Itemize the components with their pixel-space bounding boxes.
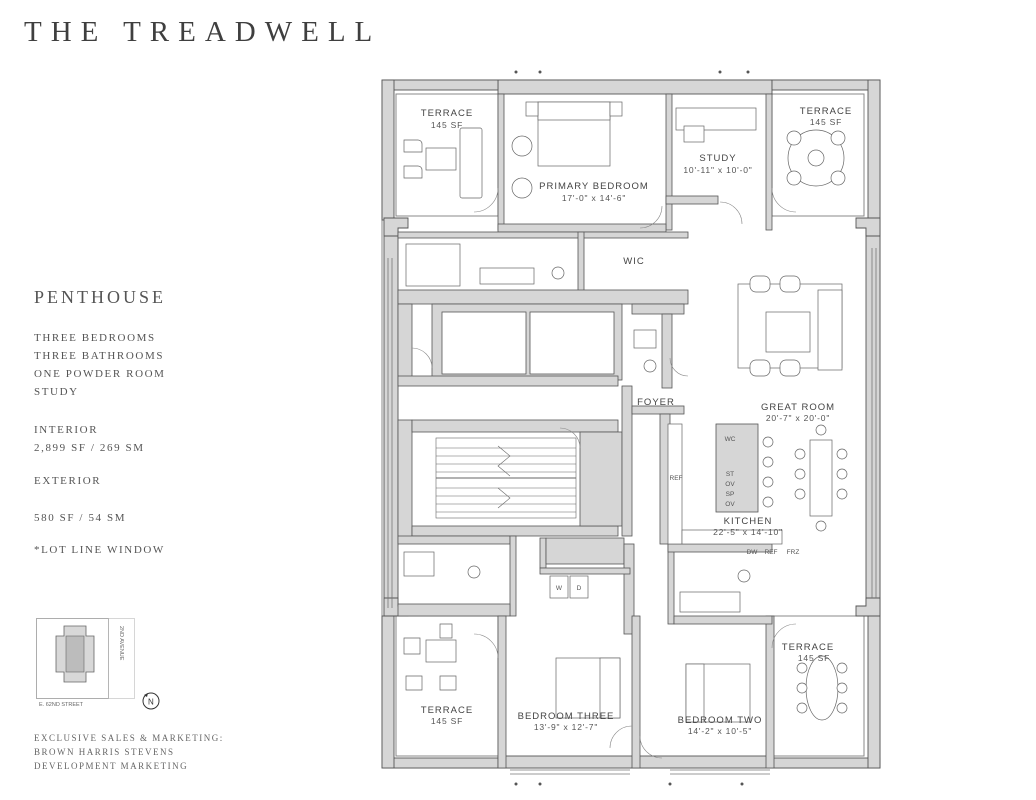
room-size: 145 SF bbox=[431, 120, 463, 130]
feature-list: THREE BEDROOMS THREE BATHROOMS ONE POWDE… bbox=[34, 329, 166, 401]
appliance-label: D bbox=[577, 585, 582, 592]
appliance-label: OV bbox=[725, 501, 735, 508]
lot-line-note: *LOT LINE WINDOW bbox=[34, 544, 165, 556]
credit-line: BROWN HARRIS STEVENS bbox=[34, 747, 175, 757]
room-name: KITCHEN bbox=[724, 516, 773, 527]
interior-value: 2,899 SF / 269 SM bbox=[34, 442, 145, 454]
unit-title: PENTHOUSE bbox=[34, 287, 167, 307]
avenue-label: 2ND AVENUE bbox=[118, 626, 124, 661]
brand-title: THE TREADWELL bbox=[24, 16, 382, 48]
room-size: 145 SF bbox=[810, 117, 842, 127]
appliance-label: FRZ bbox=[787, 549, 800, 556]
key-plan: E. 62ND STREET 2ND AVENUE bbox=[36, 618, 135, 708]
room-name: TERRACE bbox=[800, 106, 852, 117]
room-size: 20'-7" x 20'-0" bbox=[766, 413, 830, 423]
north-arrow-icon: N bbox=[142, 692, 160, 710]
room-name: TERRACE bbox=[782, 642, 834, 653]
feature-item: STUDY bbox=[34, 386, 79, 398]
appliance-label: REF bbox=[765, 549, 778, 556]
room-name: PRIMARY BEDROOM bbox=[539, 181, 649, 192]
room-size: 145 SF bbox=[798, 653, 830, 663]
room-name: TERRACE bbox=[421, 108, 473, 119]
appliance-label: ST bbox=[726, 471, 734, 478]
room-name: FOYER bbox=[637, 397, 675, 408]
credit-line: DEVELOPMENT MARKETING bbox=[34, 761, 189, 771]
room-size: 145 SF bbox=[431, 716, 463, 726]
room-name: STUDY bbox=[699, 153, 736, 164]
appliance-label: DW bbox=[747, 549, 759, 556]
feature-item: THREE BATHROOMS bbox=[34, 350, 165, 362]
exterior-label: EXTERIOR bbox=[34, 475, 102, 487]
room-name: WIC bbox=[623, 256, 644, 267]
room-name: TERRACE bbox=[421, 705, 473, 716]
room-name: GREAT ROOM bbox=[761, 402, 835, 413]
room-size: 10'-11" x 10'-0" bbox=[683, 165, 752, 175]
room-size: 13'-9" x 12'-7" bbox=[534, 722, 598, 732]
room-name: BEDROOM THREE bbox=[518, 711, 615, 722]
feature-item: THREE BEDROOMS bbox=[34, 332, 156, 344]
appliance-label: WC bbox=[725, 436, 736, 443]
exterior-value: 580 SF / 54 SM bbox=[34, 512, 127, 524]
appliance-label: OV bbox=[725, 481, 735, 488]
svg-text:N: N bbox=[148, 698, 154, 707]
feature-item: ONE POWDER ROOM bbox=[34, 368, 166, 380]
sales-credits: EXCLUSIVE SALES & MARKETING: BROWN HARRI… bbox=[34, 731, 224, 773]
room-size: 14'-2" x 10'-5" bbox=[688, 726, 752, 736]
appliance-label: REF bbox=[670, 475, 683, 482]
appliance-label: W bbox=[556, 585, 563, 592]
interior-label: INTERIOR bbox=[34, 424, 99, 436]
appliance-label: SP bbox=[726, 491, 735, 498]
room-size: 17'-0" x 14'-6" bbox=[562, 193, 626, 203]
street-label: E. 62ND STREET bbox=[39, 702, 84, 708]
room-size: 22'-5" x 14'-10" bbox=[713, 527, 783, 537]
room-name: BEDROOM TWO bbox=[678, 715, 763, 726]
floor-plan: TERRACE 145 SF PRIMARY BEDROOM 17'-0" x … bbox=[381, 70, 881, 786]
credit-line: EXCLUSIVE SALES & MARKETING: bbox=[34, 733, 224, 743]
